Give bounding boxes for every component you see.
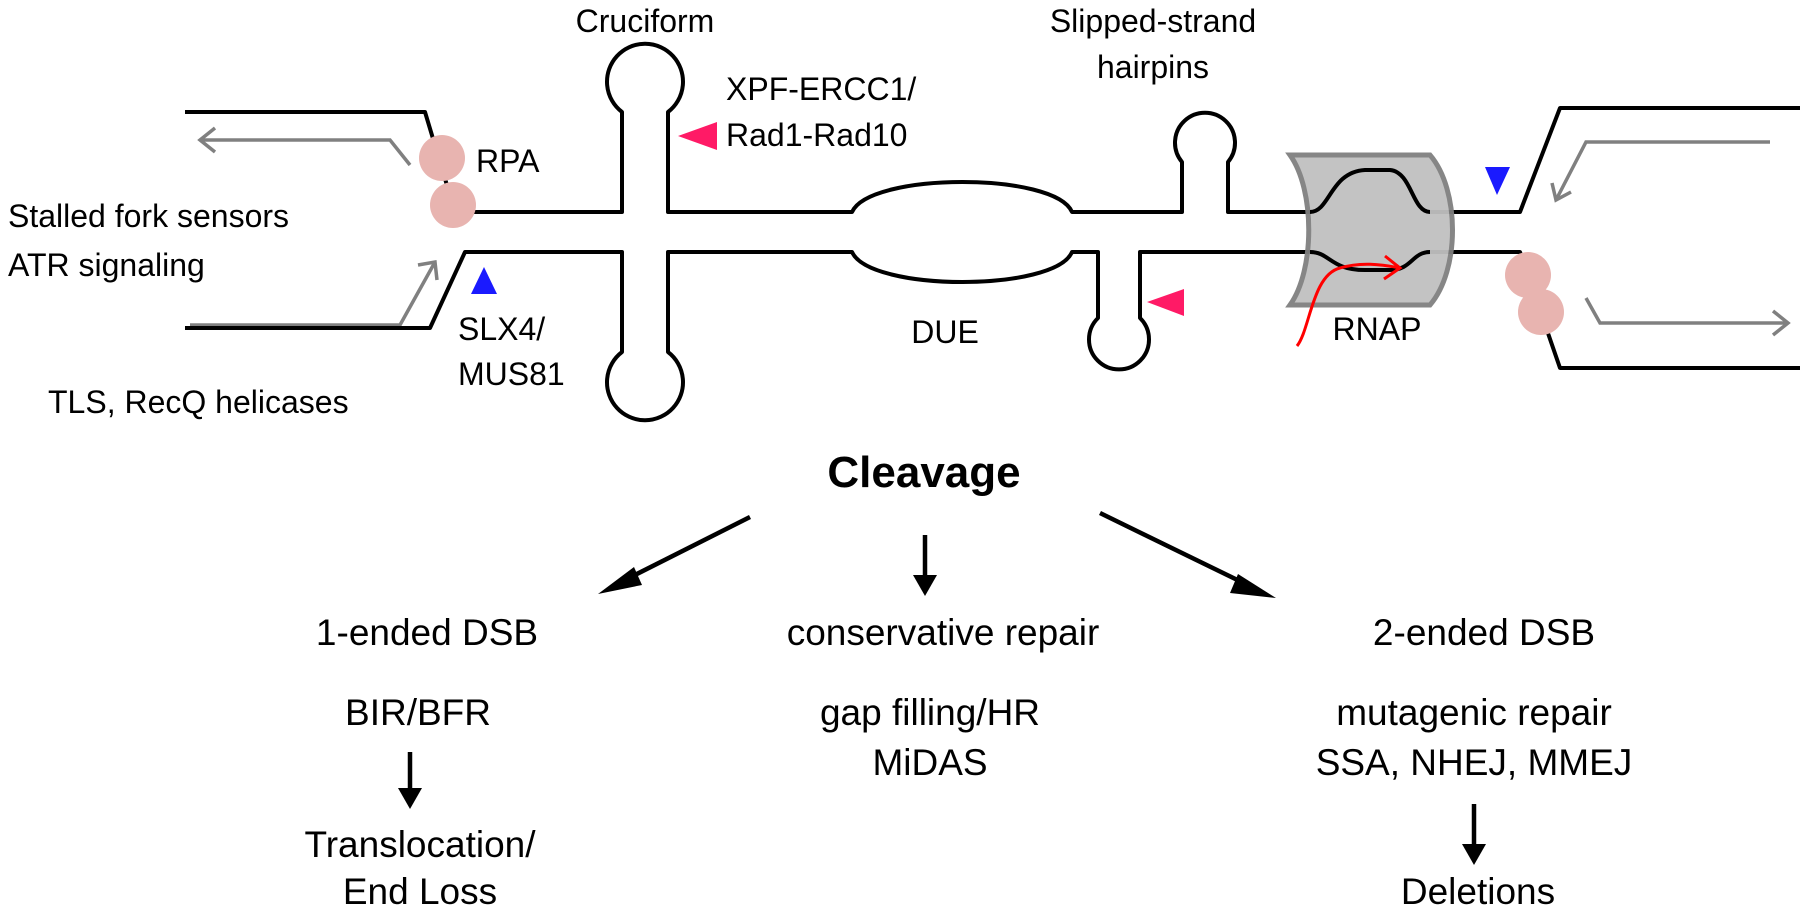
rpa-right-bottom: [1518, 289, 1564, 335]
left-bottom-arrowhead: [417, 259, 439, 281]
slx4-label-1: SLX4/: [458, 311, 545, 347]
due-label: DUE: [911, 314, 979, 350]
xpf-marker-hairpin: [1147, 289, 1184, 316]
flow-arrows: [398, 510, 1486, 865]
rnap-label: RNAP: [1333, 311, 1422, 347]
slx4-label-2: MUS81: [458, 356, 565, 392]
slipped-strand-label-1: Slipped-strand: [1050, 3, 1256, 39]
arrow-to-center-outcome-head: [913, 575, 937, 596]
arrow-right-result-head: [1462, 844, 1486, 865]
rna-transcript-arrowhead: [1383, 254, 1403, 281]
right-outcome-result: Deletions: [1401, 871, 1555, 912]
fork-arrows: [190, 126, 1791, 337]
left-bottom-fork-arrow: [190, 261, 437, 327]
rna-transcript: [1295, 262, 1401, 347]
arrow-to-right-outcome-head: [1230, 574, 1276, 598]
left-outcome-result-2: End Loss: [343, 871, 497, 912]
cleavage-title: Cleavage: [827, 448, 1020, 497]
nuclease-markers: [471, 122, 1510, 316]
left-top-fork-arrow: [200, 138, 412, 167]
arrow-to-left-outcome-head: [598, 567, 642, 594]
slx4-marker: [471, 267, 497, 294]
rnap-inner-bottom: [1309, 250, 1431, 272]
stalled-fork-label-2: ATR signaling: [8, 247, 205, 283]
arrow-to-right-outcome: [1099, 510, 1259, 593]
right-outcome-mechanism-2: SSA, NHEJ, MMEJ: [1316, 742, 1633, 783]
rnap-body: [1285, 152, 1455, 308]
top-strand: [185, 41, 1800, 214]
slipped-strand-label-2: hairpins: [1097, 49, 1209, 85]
center-outcome-mechanism-2: MiDAS: [872, 742, 987, 783]
labels: Cruciform Slipped-strand hairpins XPF-ER…: [8, 3, 1632, 912]
rpa-left-bottom: [430, 182, 476, 228]
right-outcome-heading: 2-ended DSB: [1373, 612, 1595, 653]
xpf-marker-cruciform: [678, 122, 717, 150]
rpa-label: RPA: [476, 143, 540, 179]
dna-strands: [185, 41, 1800, 423]
right-bottom-arrowhead: [1771, 309, 1791, 337]
xpf-label-2: Rad1-Rad10: [726, 117, 907, 153]
stalled-fork-label-1: Stalled fork sensors: [8, 198, 289, 234]
rpa-proteins: [419, 135, 1564, 335]
right-bottom-fork-arrow: [1584, 297, 1788, 325]
rnap-complex: [1285, 152, 1455, 347]
left-outcome-mechanism: BIR/BFR: [345, 692, 491, 733]
tls-label: TLS, RecQ helicases: [48, 384, 349, 420]
right-top-arrowhead: [1550, 182, 1572, 203]
arrow-to-left-outcome: [613, 514, 752, 588]
center-outcome-mechanism-1: gap filling/HR: [820, 692, 1040, 733]
arrow-left-result-head: [398, 788, 422, 809]
left-outcome-heading: 1-ended DSB: [316, 612, 538, 653]
xpf-label-1: XPF-ERCC1/: [726, 71, 916, 107]
right-outcome-mechanism-1: mutagenic repair: [1336, 692, 1612, 733]
center-outcome-heading: conservative repair: [787, 612, 1100, 653]
rpa-left-top: [419, 135, 465, 181]
right-top-fork-arrow: [1554, 140, 1770, 201]
left-top-arrowhead: [197, 126, 217, 154]
cruciform-label: Cruciform: [576, 3, 715, 39]
rpa-right-top: [1505, 252, 1551, 298]
slx4-marker-right: [1485, 167, 1510, 195]
rnap-inner-top: [1309, 168, 1431, 214]
left-outcome-result-1: Translocation/: [304, 824, 536, 865]
